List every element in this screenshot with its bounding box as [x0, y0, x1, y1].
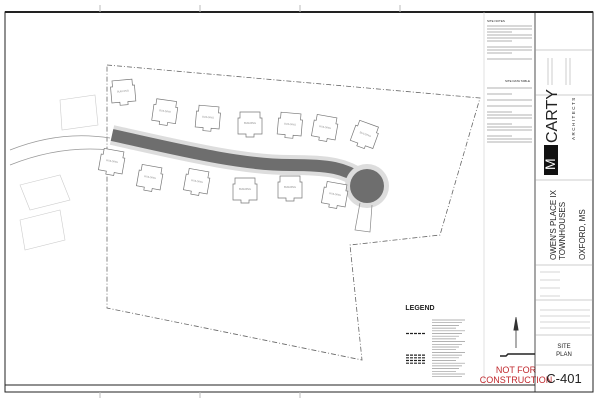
building-label: BUILDING: [359, 131, 371, 138]
not-for-construction-line2: CONSTRUCTION: [480, 375, 553, 385]
project-name-line1: OWEN'S PLACE IX: [549, 189, 558, 260]
building-label: BUILDING: [239, 188, 251, 191]
legend-entries: [406, 319, 465, 378]
building-label: BUILDING: [284, 122, 296, 126]
building-label: BUILDING: [319, 125, 331, 130]
building-footprint: BUILDING: [237, 111, 263, 138]
buildings: BUILDING BUILDING BUILDING BUILDING BUILDING…: [98, 78, 379, 209]
sheet-title-line1: SITE: [557, 344, 570, 350]
notes-title: SITE NOTES: [487, 19, 505, 23]
cul-de-sac: [350, 169, 384, 203]
title-block: [534, 12, 593, 392]
firm-subtitle: ARCHITECTS: [571, 96, 576, 140]
building-footprint: BUILDING: [321, 181, 349, 209]
building-footprint: BUILDING: [194, 104, 221, 132]
ruler-ticks: [99, 5, 401, 398]
site-notes-text: [487, 25, 532, 143]
sheet-border: [4, 11, 594, 393]
north-arrow-icon: [513, 317, 519, 348]
building-footprint: BUILDING: [98, 148, 126, 176]
building-footprint: BUILDING: [110, 78, 137, 106]
sheet-title-line2: PLAN: [556, 352, 572, 358]
building-label: BUILDING: [117, 89, 129, 93]
building-footprint: BUILDING: [349, 119, 379, 150]
project-location: OXFORD, MS: [578, 209, 587, 260]
driveway: [354, 202, 373, 233]
sheet-number: C-401: [546, 371, 581, 386]
building-footprint: BUILDING: [183, 168, 211, 196]
building-label: BUILDING: [202, 115, 214, 119]
building-footprint: BUILDING: [311, 114, 339, 142]
building-footprint: BUILDING: [151, 98, 179, 126]
road: [110, 129, 366, 185]
building-label: BUILDING: [144, 175, 156, 180]
site-data-table-title: SITE DATA TABLE: [505, 79, 530, 83]
offsite-lots: [19, 94, 99, 251]
firm-logo-letter: M: [542, 158, 558, 170]
project-name-line2: TOWNHOUSES: [558, 202, 567, 260]
building-footprint: BUILDING: [232, 177, 258, 204]
scale-bar: [500, 353, 535, 357]
legend-title: LEGEND: [405, 305, 434, 312]
building-label: BUILDING: [159, 109, 171, 114]
building-label: BUILDING: [191, 179, 203, 184]
building-footprint: BUILDING: [136, 164, 164, 192]
building-label: BUILDING: [106, 159, 118, 164]
building-label: BUILDING: [284, 186, 296, 189]
firm-name: CARTY: [544, 89, 561, 143]
building-label: BUILDING: [329, 192, 341, 197]
building-footprint: BUILDING: [277, 175, 303, 202]
firm-logo-block: [544, 145, 558, 175]
building-label: BUILDING: [244, 122, 256, 125]
not-for-construction-line1: NOT FOR: [496, 365, 537, 375]
left-road-edge: [9, 135, 111, 166]
building-footprint: BUILDING: [276, 111, 303, 139]
property-line: [106, 64, 481, 361]
